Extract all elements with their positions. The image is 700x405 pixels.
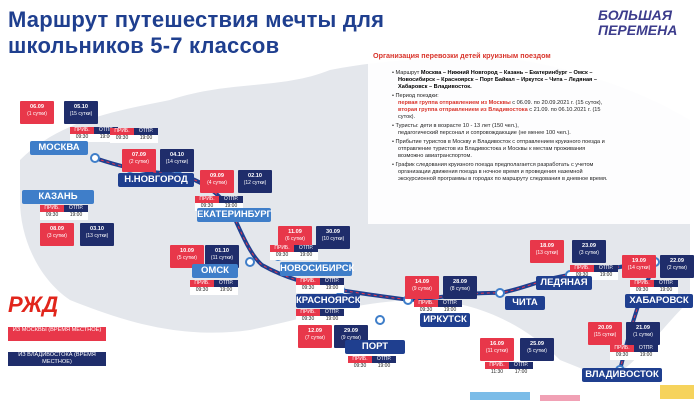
date-box-nnovgorod-out: 07.09(2 сутки) <box>122 149 156 172</box>
city-label-novosibirsk: НОВОСИБИРСК <box>280 262 355 276</box>
bullet-schedule: • График следования круизного поезда пре… <box>392 162 594 168</box>
legend-from-vladivostok: ИЗ ВЛАДИВОСТОКА (ВРЕМЯ МЕСТНОЕ) <box>8 352 106 366</box>
decor-stripe <box>470 392 530 400</box>
city-label-kazan: КАЗАНЬ <box>22 190 94 204</box>
train-route-line-inner <box>94 157 656 371</box>
group-1-label: первая группа отправлением из Москвы <box>398 100 511 106</box>
bullet-route-line2: Новосибирск – Красноярск – Порт Байкал –… <box>398 77 597 83</box>
date-box-nsk-return: 30.09(10 сутки) <box>316 226 350 249</box>
date-box-irkutsk-return: 28.09(8 сутки) <box>443 276 477 299</box>
date-box-ekb-return: 02.10(12 сутки) <box>238 170 272 193</box>
city-label-ledyanaya: ЛЕДЯНАЯ <box>536 276 592 290</box>
city-label-khabarovsk: ХАБАРОВСК <box>625 294 693 308</box>
date-box-ledyanaya-return: 23.09(3 сутки) <box>572 240 606 263</box>
station-dot-portbaikal <box>375 315 385 325</box>
date-box-irkutsk-out: 14.09(9 сутки) <box>405 276 439 299</box>
bullet-tourists: • Туристы: дети в возрасте 10 - 13 лет (… <box>392 123 519 129</box>
date-box-moscow-out: 06.09(1 сутки) <box>20 101 54 124</box>
brand-line-1: БОЛЬШАЯ <box>598 7 672 23</box>
brand-logo: БОЛЬШАЯ ПЕРЕМЕНА <box>598 8 694 38</box>
date-box-nnovgorod-return: 04.10(14 сутки) <box>160 149 194 172</box>
decor-stripe <box>540 395 580 401</box>
info-panel <box>368 49 694 224</box>
date-box-chita-return: 25.09(5 сутки) <box>520 338 554 361</box>
date-box-ekb-out: 09.09(4 сутки) <box>200 170 234 193</box>
group-1-dates: с 06.09. по 20.09.2021 г. (15 суток), <box>510 100 603 106</box>
group-2-label: вторая группа отправлением из Владивосто… <box>398 107 528 113</box>
date-box-omsk-return: 01.10(11 сутки) <box>205 245 239 268</box>
date-box-khabarovsk-return: 22.09(2 сутки) <box>660 255 694 278</box>
date-box-ledyanaya-out: 18.09(13 сутки) <box>530 240 564 263</box>
city-label-nnovgorod: Н.НОВГОРОД <box>118 173 194 187</box>
bullet-route: • Маршрут Москва – Нижний Новгород – Каз… <box>392 70 593 76</box>
bullet-route-cities: Москва – Нижний Новгород – Казань – Екат… <box>420 70 593 76</box>
city-label-ekaterinburg: ЕКАТЕРИНБУРГ <box>197 208 272 222</box>
city-label-krasnoyarsk: КРАСНОЯРСК <box>296 294 361 308</box>
bullet-period: • Период поездки: <box>392 93 439 99</box>
bullet-arrival: • Прибытие туристов в Москву и Владивост… <box>392 139 605 145</box>
city-label-portbaikal: ПОРТ БАЙКАЛ <box>345 340 405 366</box>
decor-stripe <box>660 385 694 399</box>
city-label-omsk: ОМСК <box>192 264 238 278</box>
date-box-nsk-out: 11.09(6 сутки) <box>278 226 312 249</box>
title-line-2: школьников 5-7 классов <box>8 33 280 58</box>
date-box-omsk-out: 10.09(5 сутки) <box>170 245 204 268</box>
date-box-kazan-return: 03.10(13 сутки) <box>80 223 114 246</box>
city-label-moscow: МОСКВА <box>30 141 88 155</box>
city-label-irkutsk: ИРКУТСК <box>420 313 470 327</box>
date-box-moscow-return: 05.10(15 сутки) <box>64 101 98 124</box>
title-line-1: Маршрут путешествия мечты для <box>8 7 385 32</box>
station-dot-moscow <box>90 153 100 163</box>
date-box-krasnoyarsk-out: 12.09(7 сутки) <box>298 325 332 348</box>
bullet-route-label: Маршрут <box>395 70 421 76</box>
info-panel-heading: Организация перевозки детей круизным пое… <box>373 51 551 60</box>
rzd-logo: РЖД <box>8 292 59 317</box>
date-box-kazan-out: 08.09(3 сутки) <box>40 223 74 246</box>
group-2-dates: с 21.09. по 06.10.2021 г. (15 <box>527 107 601 113</box>
date-box-chita-out: 16.09(11 сутки) <box>480 338 514 361</box>
station-dot-omsk <box>245 257 255 267</box>
date-box-khabarovsk-out: 19.09(14 сутки) <box>622 255 656 278</box>
legend-from-moscow: ИЗ МОСКВЫ (ВРЕМЯ МЕСТНОЕ) <box>8 327 106 341</box>
page-title: Маршрут путешествия мечты для школьников… <box>8 7 478 59</box>
city-label-vladivostok: ВЛАДИВОСТОК <box>582 368 662 382</box>
city-label-chita: ЧИТА <box>505 296 545 310</box>
date-box-vladivostok-return: 21.09(1 сутки) <box>626 322 660 345</box>
date-box-vladivostok-out: 20.09(15 сутки) <box>588 322 622 345</box>
station-dot-chita <box>495 288 505 298</box>
bullet-route-line3: Хабаровск – Владивосток. <box>398 84 472 90</box>
brand-line-2: ПЕРЕМЕНА <box>598 22 678 38</box>
